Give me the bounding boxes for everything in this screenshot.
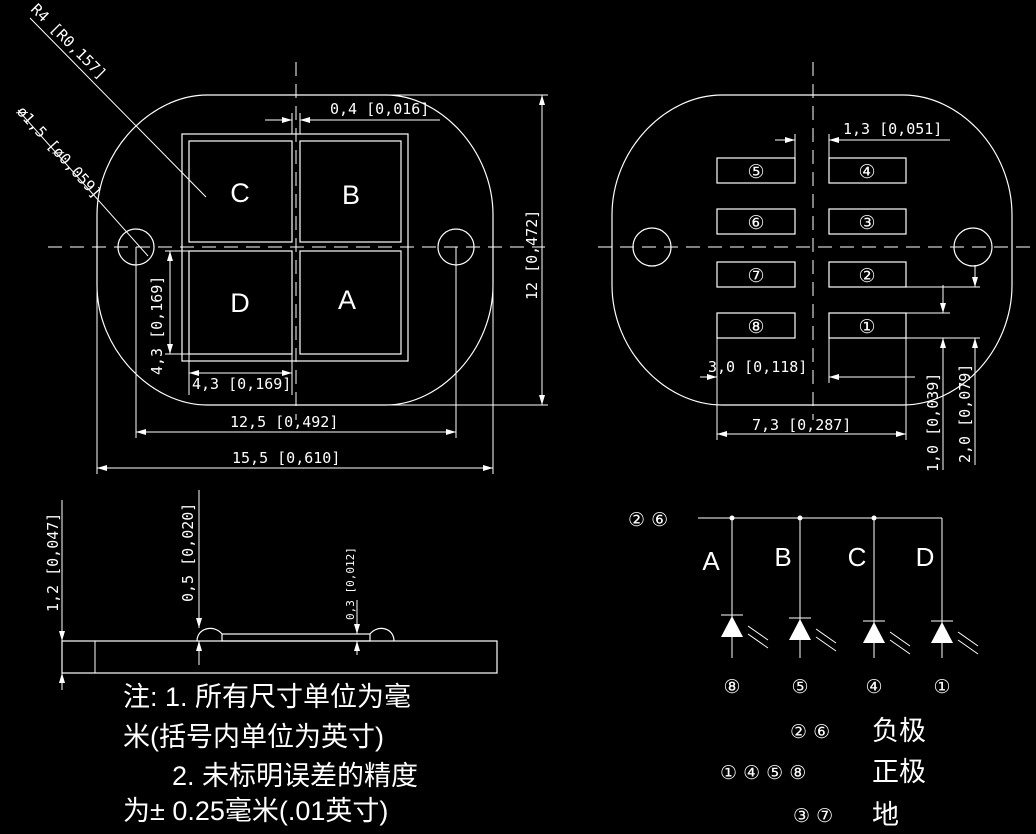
legend-gnd-label: 地 — [872, 800, 899, 830]
side-step — [221, 633, 371, 642]
circuit-label-b: B — [774, 542, 791, 572]
pad-2 — [828, 261, 907, 288]
height-dim: 12 [0,472] — [523, 210, 541, 300]
pad-gap-dim: 1,3 [0,051] — [843, 120, 942, 138]
pad-label-d: D — [230, 288, 250, 318]
pad-label-a: A — [338, 285, 356, 315]
circuit-pin-d: ① — [933, 676, 950, 698]
legend-pos-label: 正极 — [872, 757, 926, 787]
note-line-3: 2. 未标明误差的精度 — [172, 761, 418, 791]
pad-1 — [828, 312, 907, 339]
pad-number: ③ — [858, 212, 875, 234]
thickness-dim: 1,2 [0,047] — [44, 513, 62, 612]
pad-number: ⑦ — [747, 265, 764, 287]
step-dim: 0,3 [0,012] — [344, 547, 357, 620]
top-view: C B D A R4 [R0,157] ø1,5 [ø0,059] 0,4 [0… — [13, 0, 548, 474]
gap-dim: 0,4 [0,016] — [330, 100, 429, 118]
dome-dim: 0,5 [0,020] — [179, 503, 197, 602]
pad-3 — [828, 208, 907, 235]
pad-5 — [716, 157, 796, 184]
pad-7 — [716, 261, 796, 288]
side-dome-left — [196, 627, 223, 642]
pad-d — [188, 250, 293, 355]
legend-gnd-pins: ③ ⑦ — [793, 805, 833, 827]
pad-number: ⑥ — [747, 212, 764, 234]
pad-4 — [828, 157, 907, 184]
pitch-1-dim: 1,0 [0,039] — [924, 373, 942, 472]
pad-number: ⑧ — [747, 316, 764, 338]
radius-dim: R4 [R0,157] — [27, 0, 110, 83]
pad-8 — [716, 312, 796, 339]
circuit-label-d: D — [916, 542, 935, 572]
bottom-view: ⑤ ⑥ ⑦ ⑧ ④ ③ ② ① 1,3 [0,051] 3,0 [0,118] … — [598, 62, 1036, 472]
notes: 注: 1. 所有尺寸单位为毫 米(括号内单位为英寸) 2. 未标明误差的精度 为… — [123, 682, 418, 826]
bottom-body-outline — [611, 94, 1013, 406]
pad-frame — [181, 133, 409, 362]
bottom-hole-right — [953, 227, 993, 267]
width-inner-dim: 12,5 [0,492] — [230, 413, 338, 431]
pin-legend: ② ⑥ 负极 ① ④ ⑤ ⑧ 正极 ③ ⑦ 地 — [720, 716, 926, 830]
pad-number: ① — [858, 316, 875, 338]
pad-height-dim: 4,3 [0,169] — [148, 276, 166, 375]
total-span-dim: 7,3 [0,287] — [752, 416, 851, 434]
side-dome-right — [369, 627, 395, 642]
note-line-2: 米(括号内单位为英寸) — [123, 722, 384, 752]
pad-b — [299, 140, 402, 243]
side-view: 1,2 [0,047] 0,5 [0,020] 0,3 [0,012] — [44, 490, 498, 690]
circuit-label-c: C — [848, 542, 867, 572]
bottom-hole-left — [632, 227, 672, 267]
pad-number: ⑤ — [747, 161, 764, 183]
circuit-pin-c: ④ — [865, 676, 882, 698]
note-line-4: 为± 0.25毫米(.01英寸) — [123, 796, 388, 826]
top-body-outline — [96, 94, 494, 406]
pad-6 — [716, 208, 796, 235]
pad-number: ② — [858, 265, 875, 287]
note-line-1: 注: 1. 所有尺寸单位为毫 — [123, 682, 411, 712]
pad-span-dim: 3,0 [0,118] — [708, 358, 807, 376]
side-body — [61, 640, 498, 674]
pad-label-c: C — [230, 178, 250, 208]
pad-number: ④ — [858, 161, 875, 183]
circuit-label-a: A — [702, 546, 720, 576]
circuit-diagram: ② ⑥ A ⑧ B ⑤ C ④ D ① — [628, 509, 979, 698]
pad-width-dim: 4,3 [0,169] — [192, 375, 291, 393]
circuit-pin-b: ⑤ — [791, 676, 808, 698]
pad-a — [299, 250, 402, 355]
pad-label-b: B — [342, 180, 360, 210]
legend-neg-pins: ② ⑥ — [790, 721, 830, 743]
circuit-common-pins: ② ⑥ — [628, 509, 668, 531]
pad-c — [188, 140, 293, 243]
circuit-pin-a: ⑧ — [723, 676, 740, 698]
pitch-2-dim: 2,0 [0,079] — [956, 364, 974, 463]
legend-neg-label: 负极 — [872, 716, 926, 746]
hole-dim: ø1,5 [ø0,059] — [13, 103, 105, 202]
width-outer-dim: 15,5 [0,610] — [232, 449, 340, 467]
legend-pos-pins: ① ④ ⑤ ⑧ — [720, 762, 806, 784]
